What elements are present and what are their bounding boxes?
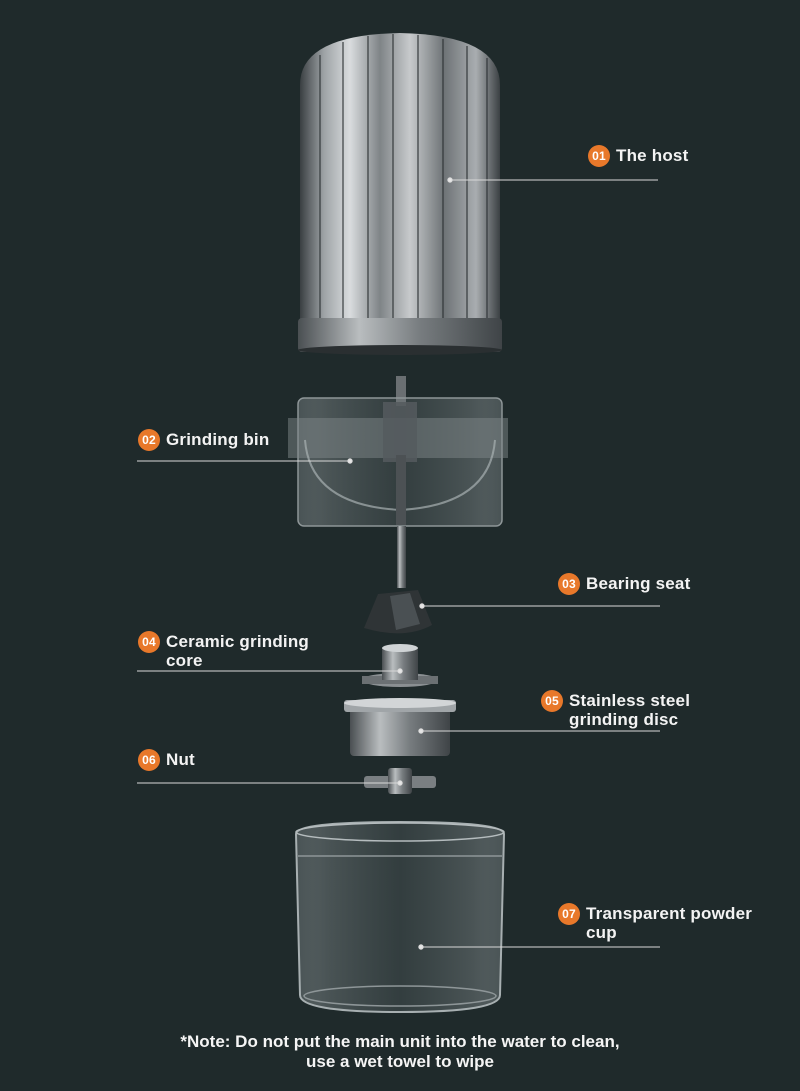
callout-label: Nut [166,750,195,769]
callout-ceramic-grinding-core: 04 Ceramic grinding core [138,631,310,670]
callout-label: The host [616,146,689,165]
leader-dot-03 [419,603,425,609]
leader-dot-01 [447,177,453,183]
number-badge: 03 [558,573,580,595]
leader-dot-06 [397,780,403,786]
leader-dot-02 [347,458,353,464]
leader-dot-04 [397,668,403,674]
callout-bearing-seat: 03 Bearing seat [558,573,691,595]
callout-label: Stainless steel grinding disc [569,691,691,729]
callout-host: 01 The host [588,145,689,167]
number-badge: 02 [138,429,160,451]
callout-label: Transparent powder cup [586,904,753,942]
host-body [298,33,502,355]
transparent-powder-cup [294,820,506,1014]
callout-nut: 06 Nut [138,749,195,771]
callout-label: Bearing seat [586,574,691,593]
number-badge: 06 [138,749,160,771]
cleaning-note: *Note: Do not put the main unit into the… [180,1032,620,1071]
callout-transparent-powder-cup: 07 Transparent powder cup [558,903,753,942]
callout-label: Grinding bin [166,430,270,449]
callout-grinding-bin: 02 Grinding bin [138,429,270,451]
leader-dot-05 [418,728,424,734]
callout-stainless-steel-grinding-disc: 05 Stainless steel grinding disc [541,690,691,729]
bearing-seat [364,590,432,634]
callout-label: Ceramic grinding core [166,632,310,670]
stainless-steel-grinding-disc [344,698,456,756]
number-badge: 04 [138,631,160,653]
number-badge: 05 [541,690,563,712]
leader-dot-07 [418,944,424,950]
shaft [397,526,406,588]
ceramic-grinding-core [362,644,438,687]
grinding-bin [288,376,508,527]
number-badge: 01 [588,145,610,167]
number-badge: 07 [558,903,580,925]
